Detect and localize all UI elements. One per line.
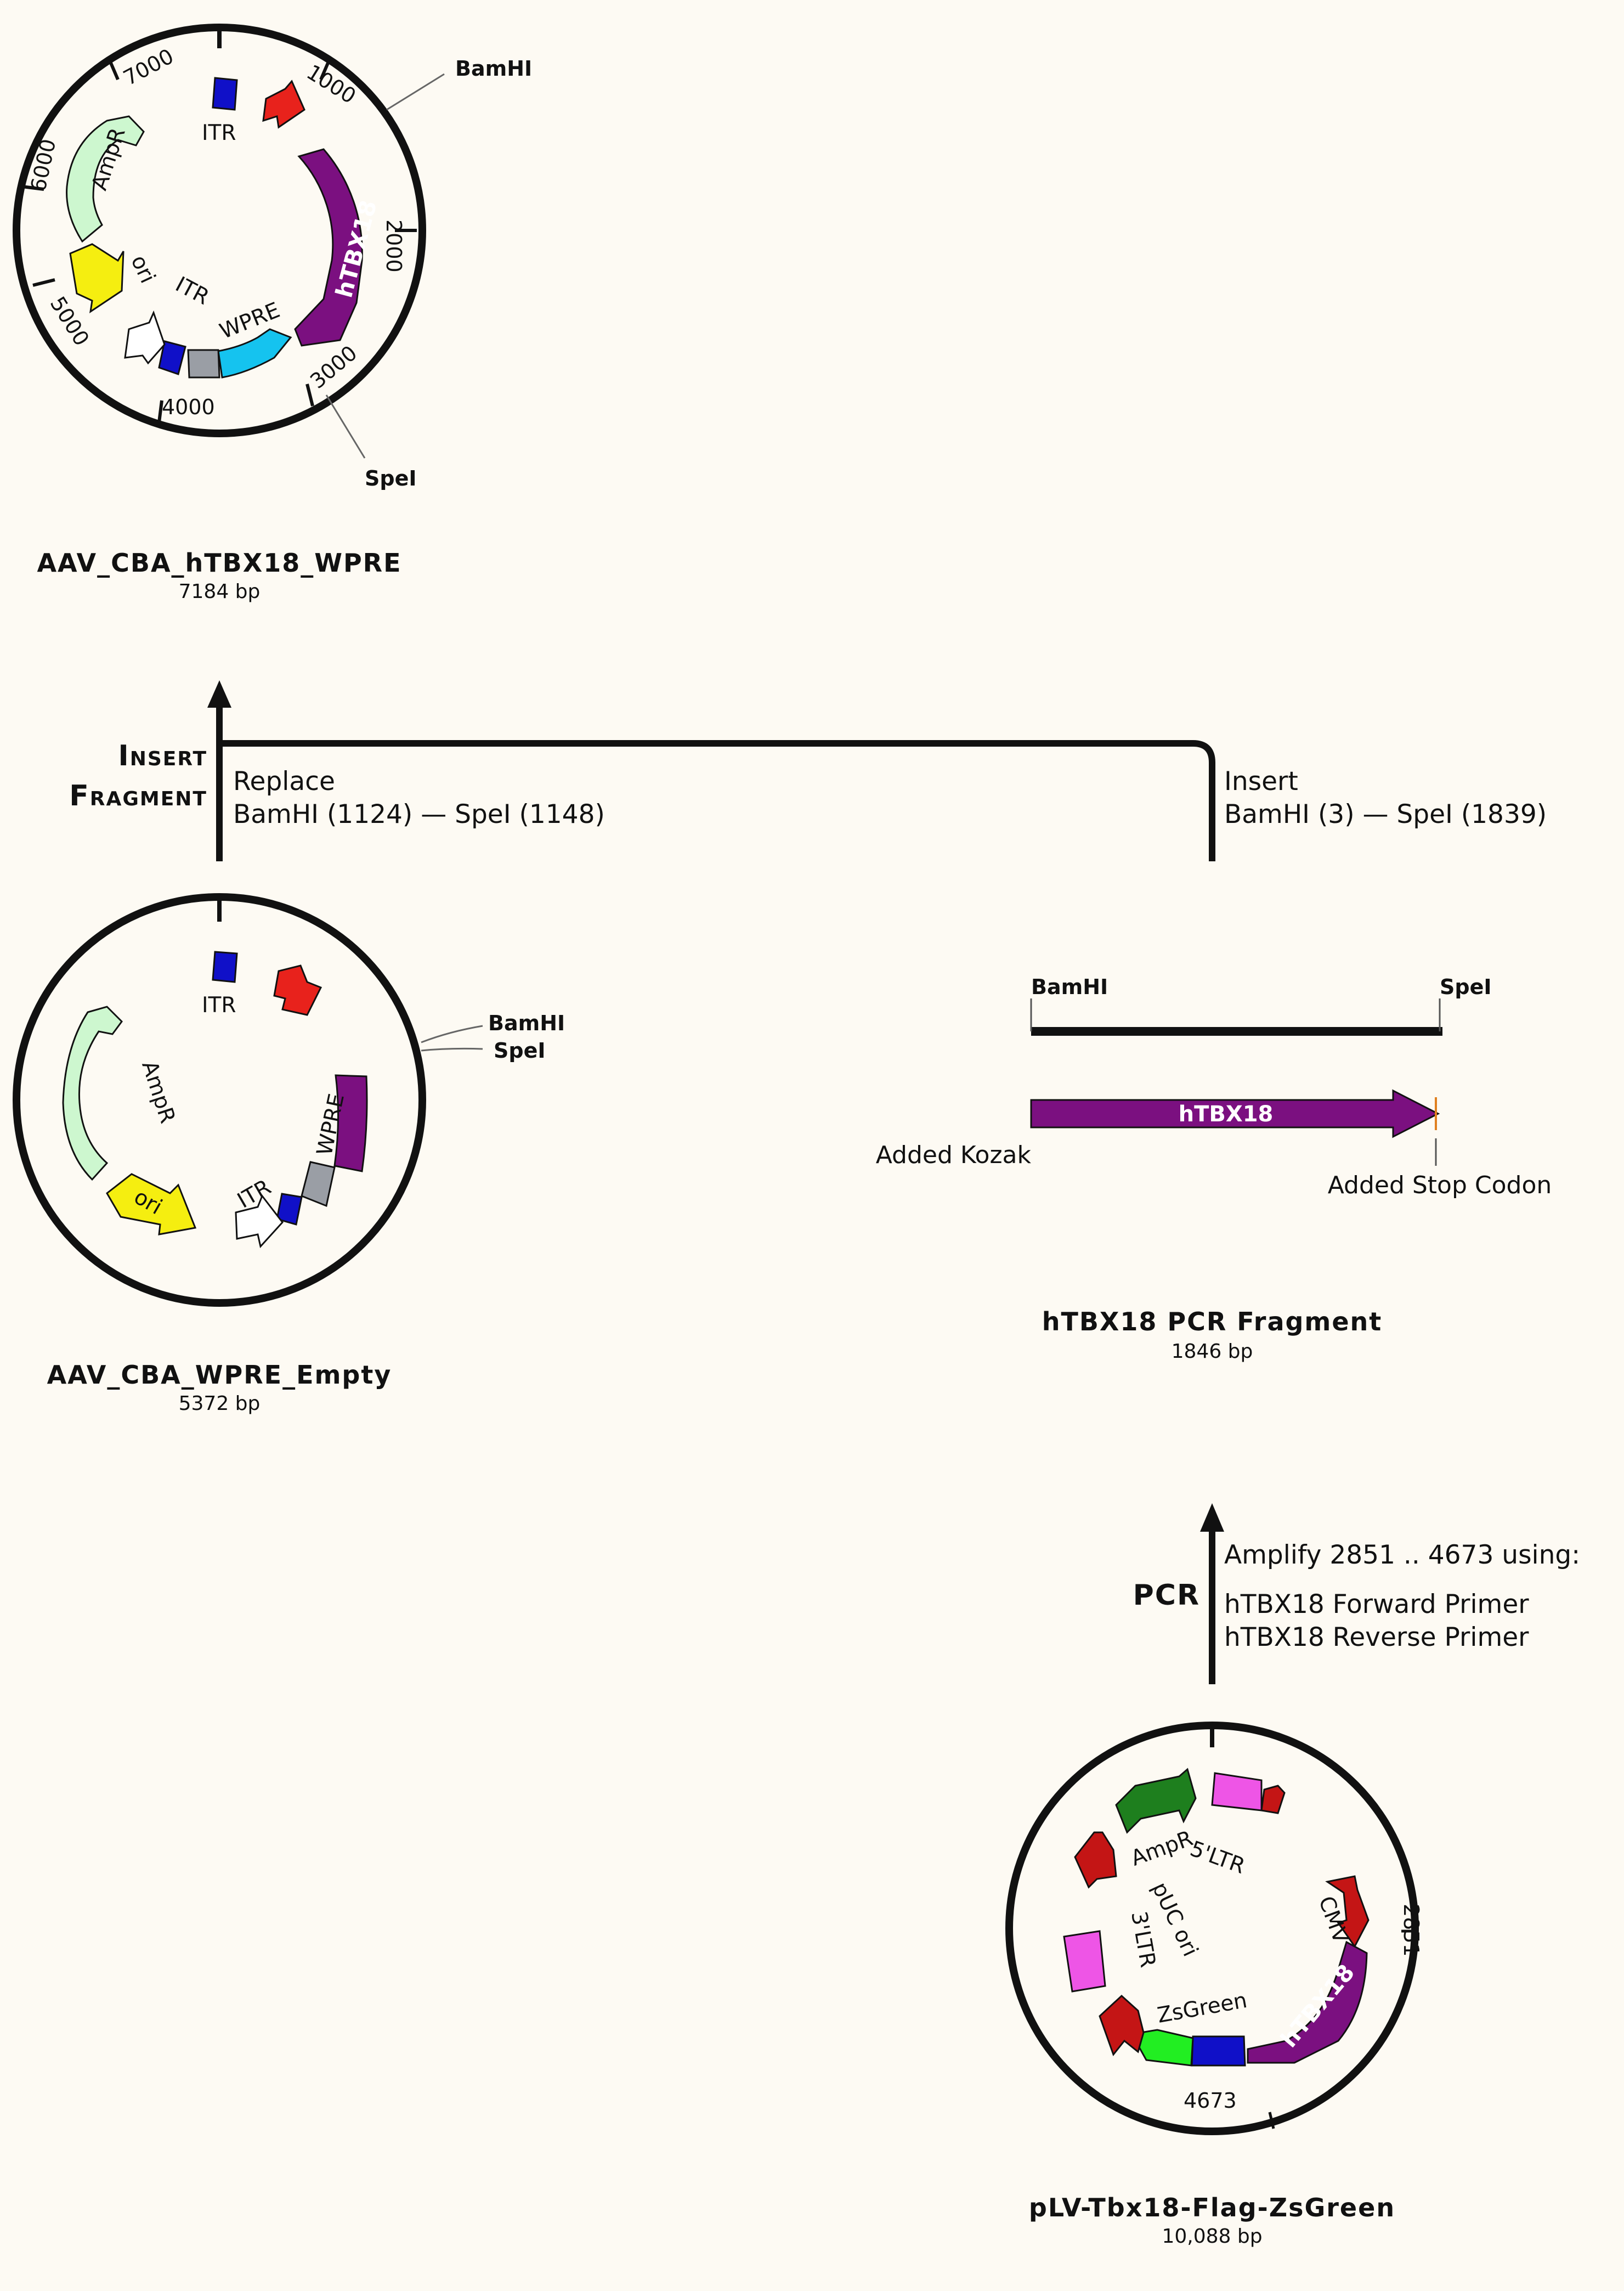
- grey-block-empty: [301, 1161, 336, 1207]
- ampr-feature-empty: [62, 1006, 123, 1181]
- red-arrow-source-lower: [1099, 1994, 1145, 2057]
- itr-label-lower: ITR: [171, 272, 213, 310]
- white-arrow-top: [124, 310, 166, 365]
- fragment-kozak: Added Kozak: [876, 1141, 1032, 1169]
- fragment-gene-arrow: [1030, 1089, 1440, 1138]
- itr-feature-empty-lower: [276, 1193, 303, 1226]
- plasmid-top-size: 7184 bp: [179, 580, 261, 603]
- fragment-size: 1846 bp: [1172, 1340, 1253, 1363]
- spei-leader-empty: [421, 1047, 483, 1052]
- plasmid-source: 2851 4673 5'LTR AmpR pUC ori 3'LTR CMV h…: [1005, 1722, 1423, 2135]
- promoter-arrow-empty: [273, 964, 322, 1016]
- ori-feature-empty: [106, 1173, 197, 1235]
- puc-ori-feature: [1074, 1831, 1117, 1889]
- tick-2000: 2000: [382, 219, 406, 273]
- insert-connector: [219, 740, 1215, 861]
- itr-feature-lower: [158, 340, 186, 375]
- pcr-fragment: BamHI SpeI hTBX18 Added Kozak Added Stop…: [876, 975, 1552, 1199]
- ltr5-red-tip: [1260, 1785, 1286, 1814]
- ltr3-feature: [1063, 1930, 1106, 1993]
- pcr-line-3: hTBX18 Reverse Primer: [1224, 1622, 1529, 1652]
- ori-label-top: ori: [126, 251, 160, 287]
- pcr-step: PCR Amplify 2851 .. 4673 using: hTBX18 F…: [1133, 1503, 1580, 1684]
- ampr-label-empty: AmpR: [137, 1058, 180, 1126]
- plasmid-empty-name: AAV_CBA_WPRE_Empty: [47, 1360, 392, 1390]
- ampr-feature-top: [66, 115, 145, 243]
- zsgreen-label: ZsGreen: [1156, 1988, 1249, 2028]
- insert-step: Insert Fragment Replace BamHI (1124) — S…: [69, 680, 1547, 861]
- plasmid-source-size: 10,088 bp: [1162, 2225, 1262, 2248]
- itr-label-top: ITR: [202, 121, 236, 145]
- white-arrow-empty: [235, 1194, 284, 1249]
- pcr-arrow-head: [1200, 1503, 1224, 1532]
- htbx18-feature: [294, 148, 363, 347]
- itr-label-empty-top: ITR: [202, 993, 236, 1018]
- itr-feature-top: [212, 77, 238, 111]
- plasmid-top-name: AAV_CBA_hTBX18_WPRE: [37, 548, 401, 578]
- fragment-stop: Added Stop Codon: [1328, 1171, 1552, 1199]
- bamhi-site-empty: BamHI: [488, 1011, 565, 1035]
- fragment-site-bamhi: BamHI: [1031, 975, 1108, 999]
- tick-2851: 2851: [1399, 1904, 1423, 1957]
- ampr-feature-source: [1115, 1768, 1197, 1834]
- ori-feature-top: [69, 243, 125, 314]
- spei-site-top: SpeI: [365, 466, 416, 490]
- pcr-line-1: Amplify 2851 .. 4673 using:: [1224, 1540, 1580, 1570]
- plasmid-empty: ITR WPRE ITR ori AmpR BamHI SpeI: [13, 893, 565, 1307]
- pcr-line-2: hTBX18 Forward Primer: [1224, 1589, 1529, 1620]
- bamhi-site-top: BamHI: [455, 57, 532, 81]
- fragment-gene-label: hTBX18: [1179, 1102, 1274, 1127]
- flag-blue-block: [1191, 2035, 1246, 2067]
- itr-feature-empty-top: [212, 951, 238, 983]
- purple-block-empty: [333, 1074, 368, 1172]
- replace-range: BamHI (1124) — SpeI (1148): [233, 799, 605, 830]
- ltr5-feature: [1211, 1772, 1263, 1812]
- fragment-site-spei: SpeI: [1440, 975, 1491, 999]
- tick-1000: 1000: [302, 60, 360, 109]
- bamhi-leader-top: [386, 73, 445, 111]
- ampr-label-source: AmpR: [1128, 1826, 1196, 1871]
- insert-range: BamHI (3) — SpeI (1839): [1224, 799, 1547, 830]
- plasmid-source-name: pLV-Tbx18-Flag-ZsGreen: [1029, 2193, 1395, 2222]
- promoter-arrow: [262, 80, 305, 129]
- insert-arrow-head: [207, 680, 231, 708]
- ltr5-label: 5'LTR: [1187, 1837, 1248, 1879]
- wpre-feature-top: [217, 328, 292, 379]
- plasmid-top: 1000 2000 3000 4000 5000 6000 7000 ITR h…: [13, 24, 532, 490]
- spei-leader-top: [325, 394, 366, 459]
- bamhi-leader-empty: [421, 1025, 483, 1043]
- fragment-name: hTBX18 PCR Fragment: [1042, 1307, 1383, 1336]
- pcr-title: PCR: [1133, 1579, 1200, 1612]
- tick-4673: 4673: [1184, 2089, 1237, 2113]
- plasmid-empty-size: 5372 bp: [179, 1392, 261, 1415]
- spei-site-empty: SpeI: [494, 1039, 545, 1063]
- insert-label: Insert: [1224, 766, 1298, 797]
- htbx18-feature-source: [1247, 1940, 1368, 2064]
- tick-4000: 4000: [162, 395, 215, 419]
- ltr3-label: 3'LTR: [1126, 1910, 1160, 1970]
- insert-title-1: Insert: [118, 740, 207, 772]
- grey-block-top: [187, 349, 220, 379]
- zsgreen-feature: [1137, 2029, 1194, 2067]
- replace-label: Replace: [233, 766, 335, 797]
- insert-title-2: Fragment: [69, 780, 207, 812]
